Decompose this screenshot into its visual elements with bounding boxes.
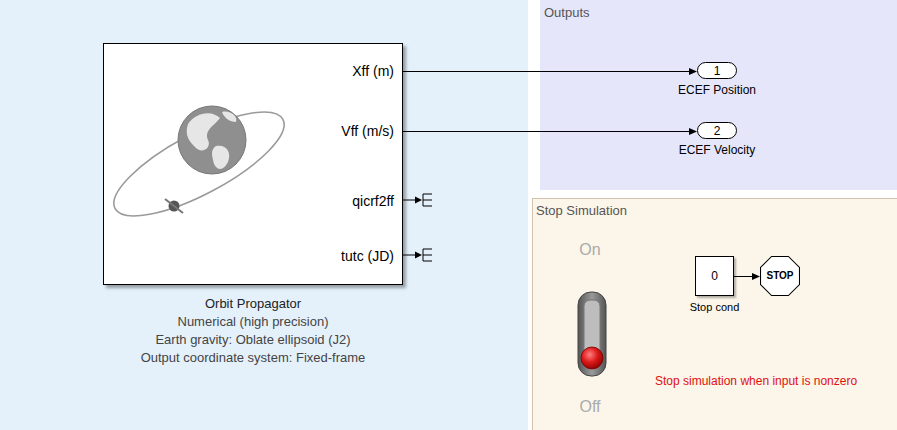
outputs-area — [540, 0, 897, 190]
orbit-propagator-block: Xff (m)Vff (m/s)qicrf2fftutc (JD)Orbit P… — [103, 43, 403, 285]
block-name: Stop cond — [690, 300, 740, 314]
constant-value: 0 — [711, 269, 718, 283]
note-text: Stop simulation when input is nonzero — [655, 373, 857, 389]
area-title: Outputs — [544, 5, 590, 21]
area-title: Stop Simulation — [536, 203, 627, 219]
switch-on-label: On — [579, 240, 600, 260]
terminator-symbol — [403, 194, 432, 261]
signal-line — [734, 273, 760, 280]
stop-block: STOP — [760, 256, 800, 296]
port-label: Xff (m) — [352, 61, 394, 81]
stop-text: STOP — [766, 269, 793, 283]
constant-block: 0Stop cond — [695, 256, 734, 296]
signal-line — [403, 128, 697, 135]
port-label: qicrf2ff — [352, 191, 394, 211]
block-annotation: Output coordinate system: Fixed-frame — [141, 349, 366, 367]
outport-block: 1ECEF Position — [697, 62, 737, 79]
outputs-band: Outputs1ECEF Position2ECEF Velocity — [540, 0, 897, 190]
port-label: tutc (JD) — [341, 246, 394, 266]
switch-off-label: Off — [579, 397, 600, 417]
stop-area — [533, 199, 897, 430]
port-label: Vff (m/s) — [341, 121, 394, 141]
port-number: 1 — [714, 64, 721, 78]
block-annotation: Earth gravity: Oblate ellipsoid (J2) — [141, 331, 366, 349]
signal-line — [403, 68, 697, 75]
block-caption: Orbit PropagatorNumerical (high precisio… — [141, 295, 366, 367]
stop-simulation-band: Stop Simulation0Stop condSTOP — [532, 198, 897, 430]
model-area — [0, 0, 528, 430]
block-name: ECEF Velocity — [679, 143, 756, 157]
toggle-switch — [578, 292, 606, 376]
outport-block: 2ECEF Velocity — [697, 122, 737, 139]
block-name: ECEF Position — [678, 83, 756, 97]
block-name: Orbit Propagator — [141, 295, 366, 313]
block-annotation: Numerical (high precision) — [141, 313, 366, 331]
port-number: 2 — [714, 124, 721, 138]
